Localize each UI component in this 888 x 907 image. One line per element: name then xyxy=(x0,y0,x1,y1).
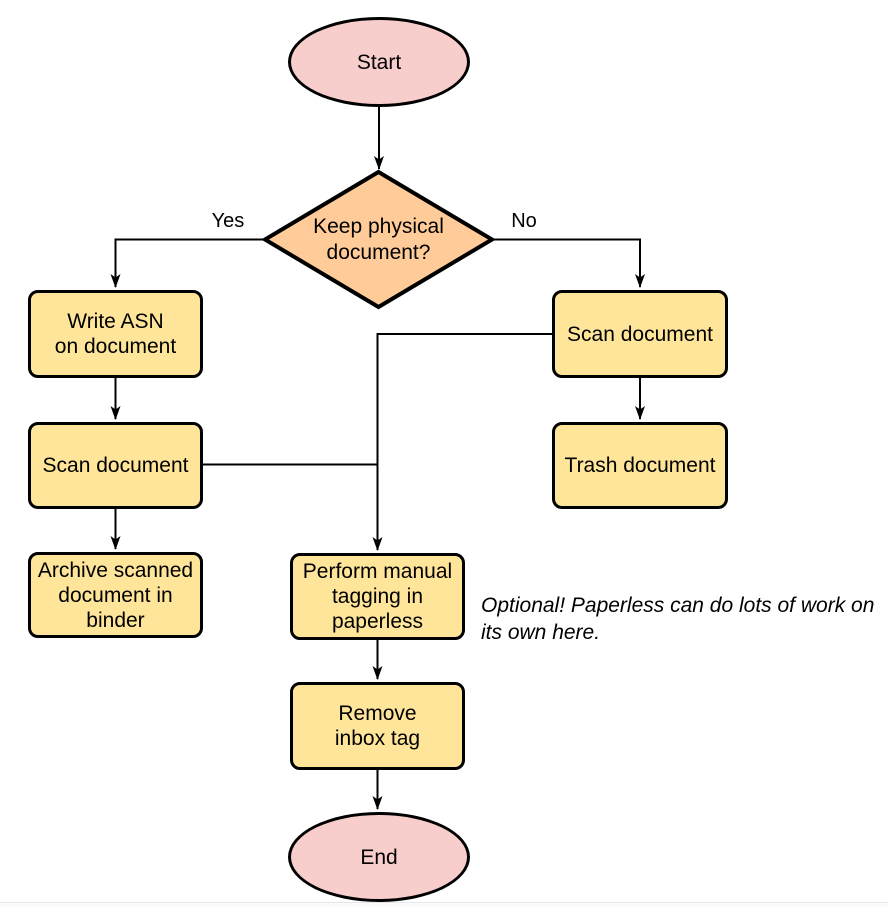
node-end-label: End xyxy=(360,845,398,869)
edge-label-yes: Yes xyxy=(211,210,245,232)
edge-decision-yes-to-write-asn xyxy=(110,238,265,288)
node-archive-binder: Archive scanned document in binder xyxy=(28,552,203,638)
node-decision-keep-physical: Keep physical document? xyxy=(265,172,492,307)
node-decision-label: Keep physical document? xyxy=(313,214,444,264)
node-scan-document-right: Scan document xyxy=(552,290,728,378)
node-scan-document-left: Scan document xyxy=(28,422,203,509)
edge-scan-right-to-tagging xyxy=(372,333,552,551)
edge-label-no: No xyxy=(511,210,537,232)
optional-note: Optional! Paperless can do lots of work … xyxy=(481,594,875,644)
node-trash-document: Trash document xyxy=(552,422,728,509)
node-start-label: Start xyxy=(356,50,402,74)
node-scan-document-left-label: Scan document xyxy=(42,454,189,477)
node-end: End xyxy=(288,812,470,902)
node-write-asn: Write ASN on document xyxy=(28,290,203,378)
node-write-asn-label: Write ASN on document xyxy=(54,310,177,358)
node-remove-inbox-tag-label: Remove inbox tag xyxy=(334,702,421,750)
node-scan-document-right-label: Scan document xyxy=(567,322,713,346)
node-manual-tagging: Perform manual tagging in paperless xyxy=(290,553,465,640)
viewport-bottom-edge xyxy=(0,902,888,907)
node-trash-document-label: Trash document xyxy=(564,454,716,477)
node-archive-binder-label: Archive scanned document in binder xyxy=(37,558,194,632)
node-start: Start xyxy=(288,17,470,107)
edge-decision-no-to-scan-right xyxy=(492,238,645,288)
node-manual-tagging-label: Perform manual tagging in paperless xyxy=(302,560,453,633)
node-remove-inbox-tag: Remove inbox tag xyxy=(290,682,465,770)
decision-diamond-shape xyxy=(261,169,496,310)
